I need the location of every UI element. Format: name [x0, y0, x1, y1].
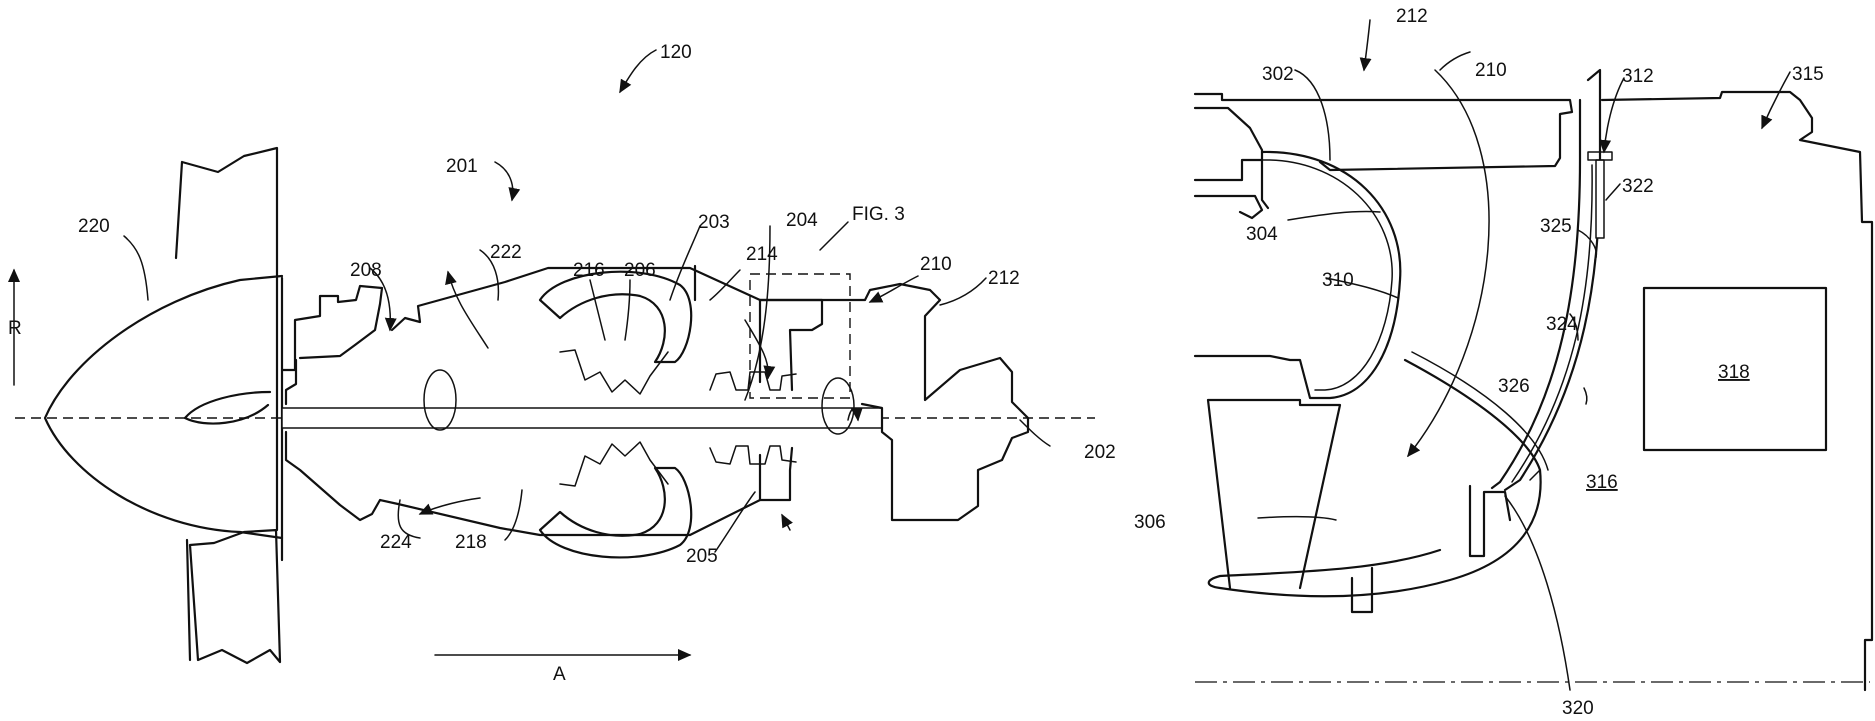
label-306: 306: [1134, 512, 1166, 533]
combustor-lower: [540, 468, 691, 557]
label-212-detail: 212: [1396, 6, 1428, 27]
label-axis-a: A: [553, 664, 566, 685]
main-shaft: [282, 408, 882, 428]
flow-arrow-scroll: [1408, 70, 1489, 456]
label-120: 120: [660, 42, 692, 63]
label-204: 204: [786, 210, 818, 231]
label-212: 212: [988, 268, 1020, 289]
label-201: 201: [446, 156, 478, 177]
label-206: 206: [624, 260, 656, 281]
label-208: 208: [350, 260, 382, 281]
inlet-flange: [1195, 108, 1268, 218]
flow-arrow: [448, 272, 488, 348]
wall-324: [1492, 100, 1580, 488]
label-210-detail: 210: [1475, 60, 1507, 81]
label-224: 224: [380, 532, 412, 553]
label-318: 318: [1718, 362, 1750, 383]
label-205: 205: [686, 546, 718, 567]
flow-arrow: [782, 515, 790, 530]
label-210: 210: [920, 254, 952, 275]
label-325: 325: [1540, 216, 1572, 237]
label-202: 202: [1084, 442, 1116, 463]
labels-right: 212 210 302 312 315 322 304 325 310 324 …: [1134, 6, 1824, 719]
label-218: 218: [455, 532, 487, 553]
label-216: 216: [573, 260, 605, 281]
lower-housing: [1470, 486, 1510, 556]
blade-root: [185, 392, 270, 424]
seal-322: [1596, 160, 1604, 238]
rear-housing: [760, 284, 1028, 520]
scroll-outer-wall: [1209, 360, 1541, 596]
leak-path-320: [1505, 496, 1570, 690]
label-304: 304: [1246, 224, 1278, 245]
detail-box-fig3: [750, 274, 850, 398]
detail-cross-section: 212 210 302 312 315 322 304 325 310 324 …: [1134, 0, 1872, 719]
combustor-upper: [540, 272, 691, 362]
exhaust-duct: [760, 300, 822, 500]
label-220: 220: [78, 216, 110, 237]
engine-cross-section: 120 201 203 204 FIG. 3 222 214 216 206 2…: [8, 42, 1116, 685]
label-316: 316: [1586, 472, 1618, 493]
flow-arrow: [745, 320, 768, 378]
label-320: 320: [1562, 698, 1594, 719]
spinner-220: [45, 276, 282, 538]
bottom-stub: [1352, 568, 1372, 612]
inner-duct-310: [1195, 152, 1400, 398]
label-fig3: FIG. 3: [852, 204, 905, 225]
propeller-blade: [176, 148, 280, 663]
label-310: 310: [1322, 270, 1354, 291]
label-315: 315: [1792, 64, 1824, 85]
label-326: 326: [1498, 376, 1530, 397]
label-302: 302: [1262, 64, 1294, 85]
label-322: 322: [1622, 176, 1654, 197]
labels-left: 120 201 203 204 FIG. 3 222 214 216 206 2…: [8, 42, 1116, 685]
scroll-inner-wall: [1412, 352, 1548, 480]
label-324: 324: [1546, 314, 1578, 335]
label-axis-r: R: [8, 318, 22, 339]
label-214: 214: [746, 244, 778, 265]
label-312: 312: [1622, 66, 1654, 87]
label-203: 203: [698, 212, 730, 233]
label-222: 222: [490, 242, 522, 263]
passage-306: [1208, 400, 1340, 588]
casing-lower: [286, 432, 760, 535]
